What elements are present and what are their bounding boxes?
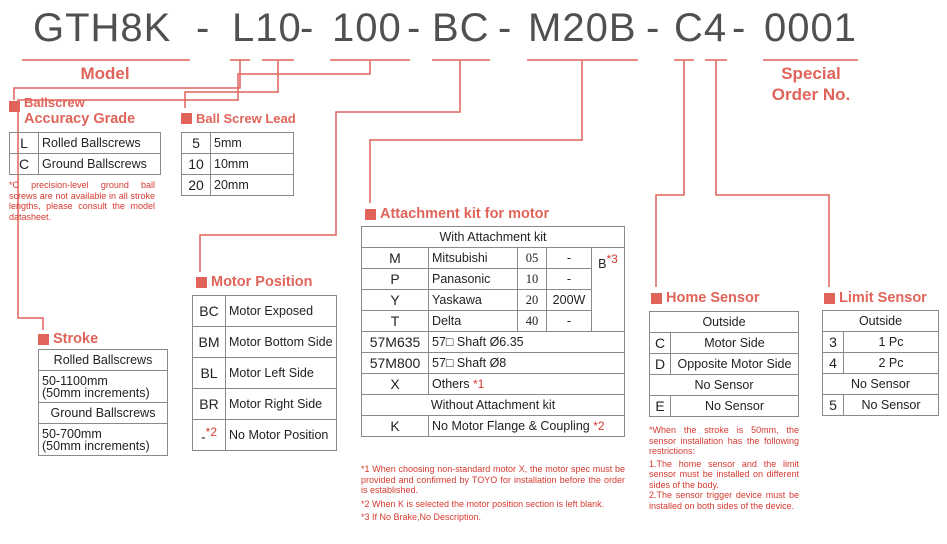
attachment-table: With Attachment kit M Mitsubishi 05 - B*… (361, 226, 625, 437)
position-code: BC (432, 6, 490, 50)
table-row: No Sensor (649, 374, 799, 396)
table-row: Outside (822, 310, 939, 332)
bullet-square (196, 276, 207, 288)
table-row: Rolled Ballscrews (38, 349, 168, 371)
stroke-table: Rolled Ballscrews 50-1100mm(50mm increme… (38, 349, 168, 456)
table-row: L Rolled Ballscrews (9, 132, 161, 154)
table-row: Y Yaskawa 20 200W (361, 289, 625, 311)
model-code: GTH8K (33, 6, 172, 50)
table-row: 50-700mm(50mm increments) (38, 423, 168, 456)
table-row: P Panasonic 10 - (361, 268, 625, 290)
limit-sensor-title: Limit Sensor (824, 290, 927, 306)
accuracy-note: *C precision-level ground ball screws ar… (9, 180, 155, 222)
lead-code: L10 (232, 6, 302, 50)
home-sensor-title: Home Sensor (651, 290, 759, 306)
bullet-square (9, 101, 20, 112)
special-code: 0001 (764, 6, 857, 50)
bullet-square (365, 208, 376, 220)
code-separator: - (646, 6, 661, 50)
attachment-notes: *1 When choosing non-standard motor X, t… (361, 464, 625, 522)
motor-code: M20B (528, 6, 637, 50)
lead-title: Ball Screw Lead (181, 111, 296, 126)
brake-cell: B*3 (591, 247, 625, 332)
code-separator: - (498, 6, 513, 50)
code-separator: - (732, 6, 747, 50)
table-row: 57M800 57□ Shaft Ø8 (361, 352, 625, 374)
table-row: With Attachment kit (361, 226, 625, 248)
accuracy-title: Ballscrew Accuracy Grade (9, 95, 135, 127)
table-row: K No Motor Flange & Coupling *2 (361, 415, 625, 437)
home-sensor-notes: *When the stroke is 50mm, the sensor ins… (649, 425, 799, 511)
table-row: Outside (649, 311, 799, 333)
table-row: No Sensor (822, 373, 939, 395)
bullet-square (824, 292, 835, 304)
table-row: Without Attachment kit (361, 394, 625, 416)
accuracy-table: L Rolled Ballscrews C Ground Ballscrews (9, 132, 161, 175)
table-row: 50-1100mm(50mm increments) (38, 370, 168, 403)
bullet-square (181, 113, 192, 124)
bullet-square (38, 333, 49, 345)
table-row: T Delta 40 - (361, 310, 625, 332)
table-row: M Mitsubishi 05 - B*3 (361, 247, 625, 332)
stroke-title: Stroke (38, 331, 98, 347)
code-separator: - (196, 6, 211, 50)
special-order-label: Special Order No. (771, 64, 851, 104)
sensor-code: C4 (674, 6, 728, 50)
bullet-square (651, 292, 662, 304)
code-separator: - (300, 6, 315, 50)
motor-position-title: Motor Position (196, 274, 313, 290)
table-row: X Others *1 (361, 373, 625, 395)
code-separator: - (407, 6, 422, 50)
table-row: 57M635 57□ Shaft Ø6.35 (361, 331, 625, 353)
table-row: C Ground Ballscrews (9, 153, 161, 175)
stroke-code: 100 (332, 6, 402, 50)
table-row: Ground Ballscrews (38, 402, 168, 424)
attachment-title: Attachment kit for motor (365, 206, 549, 222)
model-label: Model (80, 64, 130, 83)
